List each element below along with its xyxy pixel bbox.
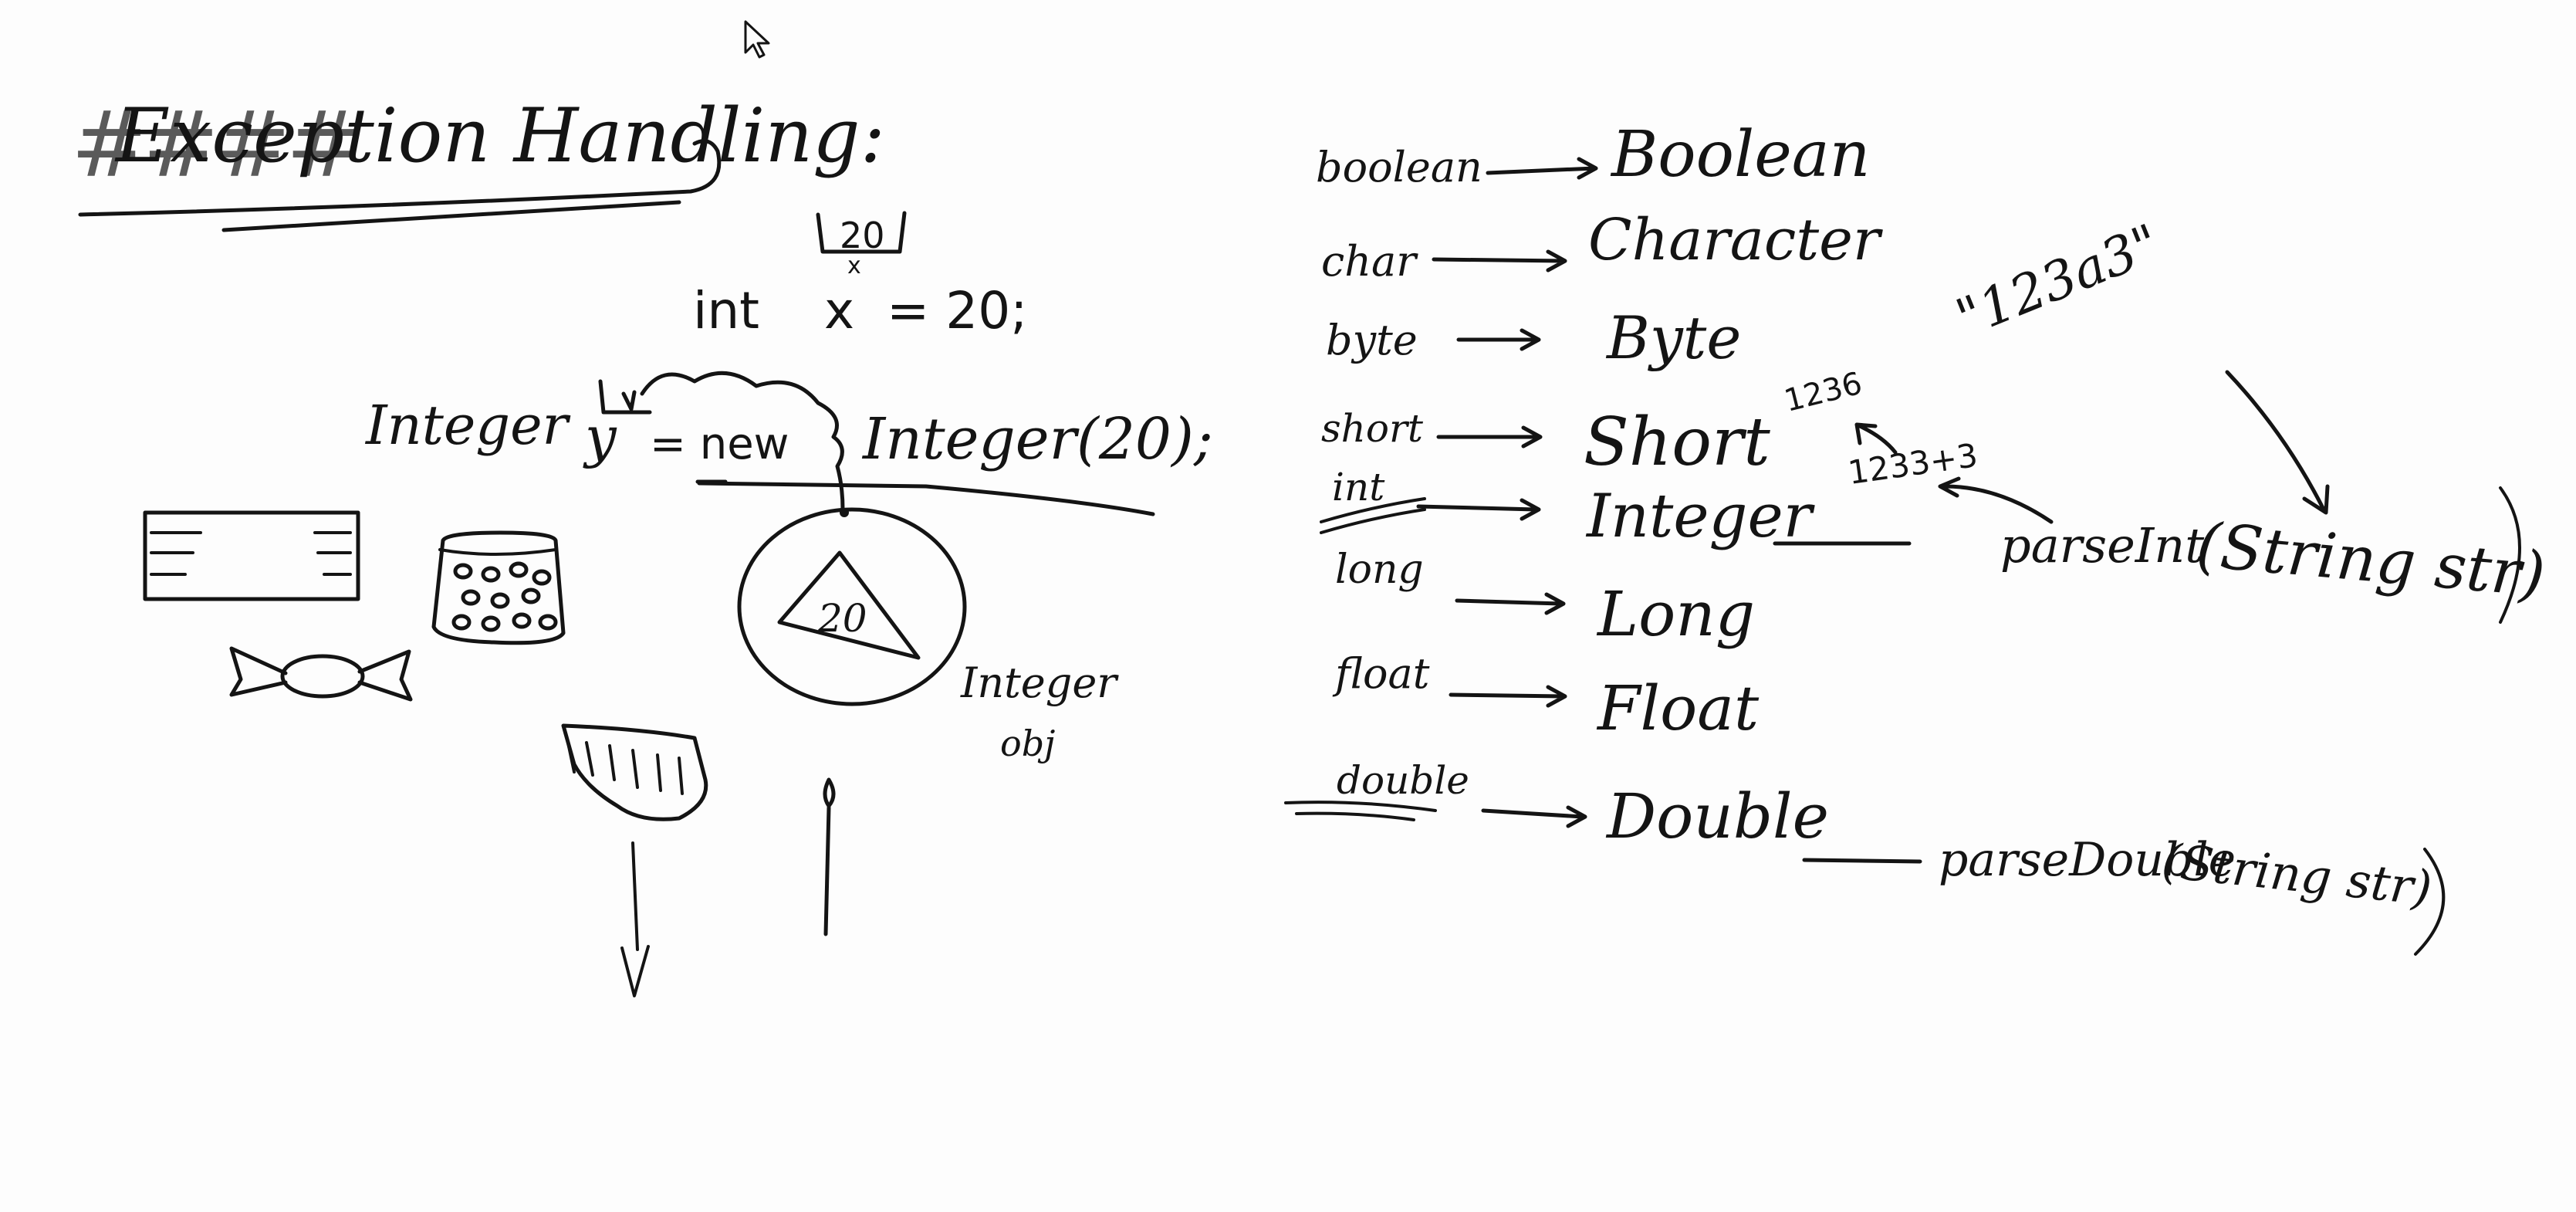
- object-constructor: Integer(20);: [863, 406, 1213, 472]
- primitive-double: double: [1337, 758, 1469, 803]
- wrapper-long: Long: [1597, 578, 1756, 650]
- arrow-boolean: [1486, 157, 1598, 180]
- arrow-int: [1416, 498, 1541, 521]
- money-bill-icon: [143, 510, 360, 601]
- primitive-boolean: boolean: [1316, 143, 1482, 191]
- title-text: Exception Handling:: [116, 93, 885, 179]
- wrapper-boolean: Boolean: [1611, 118, 1871, 191]
- parse-int-step1: 1233+3: [1845, 435, 1980, 492]
- box-var: x: [847, 252, 861, 279]
- new-underline: [697, 481, 1155, 516]
- primitive-byte: byte: [1326, 316, 1418, 364]
- broom-icon: [561, 723, 708, 821]
- primitive-long: long: [1335, 547, 1424, 593]
- wrapper-integer: Integer: [1587, 482, 1812, 551]
- primitive-short: short: [1321, 406, 1423, 451]
- wrapper-byte: Byte: [1607, 303, 1742, 372]
- parse-int-step2: 1236: [1780, 365, 1866, 419]
- parse-double-args: (String str): [2158, 832, 2435, 917]
- parse-double-method: parseDouble: [1939, 833, 2236, 887]
- object-caption-line2: obj: [1000, 723, 1056, 764]
- primitive-int: int: [1332, 465, 1385, 510]
- arrow-short: [1436, 425, 1543, 449]
- object-assign: = new: [650, 419, 789, 469]
- object-var: y: [585, 405, 617, 469]
- object-value: 20: [818, 596, 867, 641]
- arrow-parseint-to-step1: [1938, 476, 2054, 524]
- parse-int-example-input: "123a3": [1948, 212, 2169, 350]
- arrow-char: [1432, 249, 1567, 273]
- primitive-float: float: [1335, 649, 1430, 698]
- wrapper-float: Float: [1597, 672, 1760, 744]
- object-type: Integer: [366, 394, 568, 457]
- arrow-input-to-parseint: [2225, 370, 2330, 515]
- arrow-byte: [1456, 328, 1541, 351]
- object-caption-line1: Integer: [961, 658, 1117, 707]
- object-dot: [840, 508, 849, 517]
- parse-int-args: (String str): [2193, 509, 2548, 611]
- wrapper-character: Character: [1588, 207, 1881, 273]
- arrow-double: [1481, 805, 1587, 828]
- candy-icon: [280, 654, 365, 699]
- reference-arrow: [621, 390, 637, 411]
- arrow-long: [1455, 592, 1566, 615]
- candle-icon: [823, 777, 836, 936]
- mouse-cursor-icon: [744, 20, 770, 59]
- dash-double-parsedouble: [1802, 858, 1922, 864]
- title-underline-2: [221, 200, 681, 232]
- wrapper-short: Short: [1584, 404, 1770, 481]
- wrapper-double: Double: [1607, 780, 1829, 852]
- arrow-float: [1449, 685, 1567, 708]
- box-value: 20: [840, 215, 885, 256]
- primitive-declaration: int x = 20;: [693, 281, 1028, 340]
- parse-int-method: parseInt: [2000, 517, 2205, 574]
- primitive-char: char: [1321, 237, 1417, 286]
- candy-jar-icon: [431, 530, 566, 645]
